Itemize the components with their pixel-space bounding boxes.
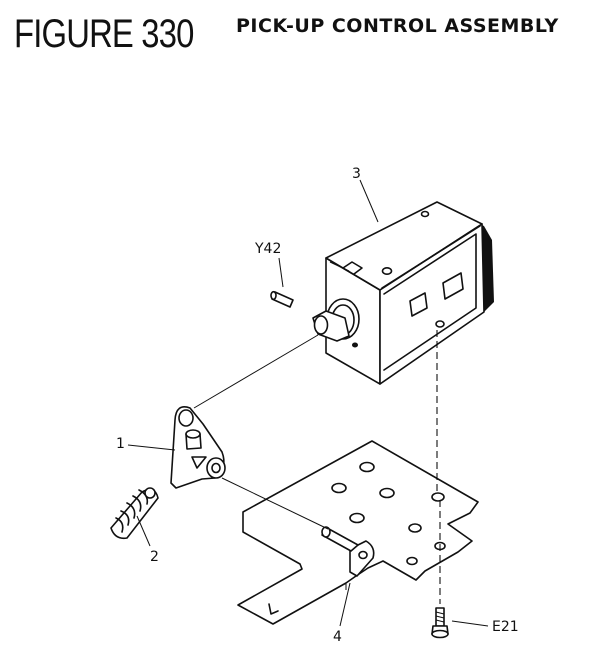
callout-part-y42: Y42 bbox=[254, 241, 281, 257]
plate-hole bbox=[408, 523, 422, 533]
part-3-solenoid bbox=[312, 201, 494, 385]
plate-hole bbox=[331, 482, 347, 494]
figure-title: PICK-UP CONTROL ASSEMBLY bbox=[236, 15, 559, 37]
plate-hole bbox=[349, 512, 365, 524]
plate-hole bbox=[379, 487, 395, 499]
callout-part-1: 1 bbox=[116, 436, 125, 452]
part-4-mounting-plate bbox=[237, 440, 479, 625]
plate-hole bbox=[406, 556, 418, 566]
plate-hole bbox=[431, 492, 445, 502]
part-2-spring bbox=[110, 487, 159, 540]
part-e21-screw bbox=[431, 607, 449, 639]
callout-part-2: 2 bbox=[150, 549, 159, 565]
callout-part-4: 4 bbox=[333, 629, 342, 645]
part-y42-pin bbox=[270, 290, 294, 308]
part-1-lever bbox=[170, 406, 226, 489]
plate-hole bbox=[359, 461, 375, 473]
callout-part-3: 3 bbox=[352, 166, 361, 182]
leader-lines bbox=[127, 179, 489, 627]
callout-part-e21: E21 bbox=[492, 619, 519, 635]
figure-number: FIGURE 330 bbox=[14, 12, 194, 56]
